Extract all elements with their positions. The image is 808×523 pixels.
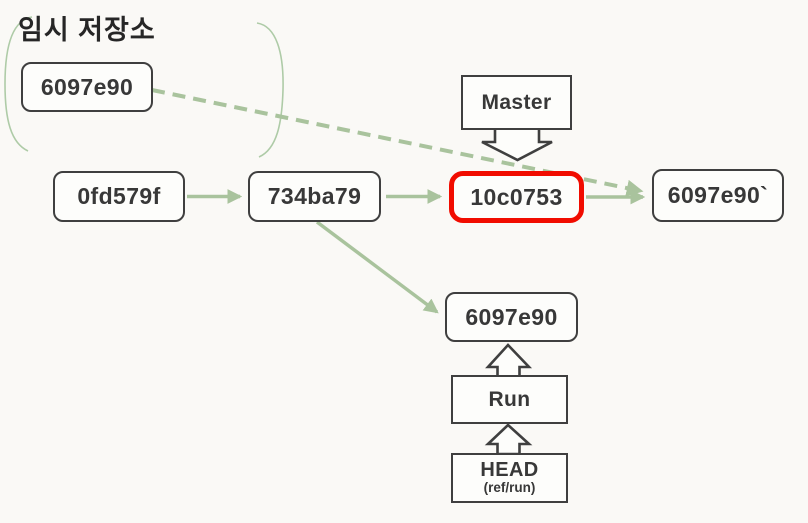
run-ref-label: Run <box>451 375 568 424</box>
commit-node-10c0753-highlighted: 10c0753 <box>449 171 584 223</box>
stash-commit-node: 6097e90 <box>21 62 153 112</box>
head-ref-subtitle: (ref/run) <box>483 480 536 496</box>
arrow-734ba79-to-branch-6097e90 <box>315 220 439 314</box>
master-pointer-down-arrow-icon <box>481 128 553 162</box>
stash-right-bracket <box>256 22 284 158</box>
head-ref-title: HEAD <box>480 459 539 482</box>
master-ref-label: Master <box>461 75 572 130</box>
head-pointer-up-arrow-icon <box>484 423 533 456</box>
commit-node-branch-6097e90: 6097e90 <box>445 292 578 342</box>
diagram-title: 임시 저장소 <box>18 15 156 45</box>
run-pointer-up-arrow-icon <box>485 343 533 379</box>
commit-node-6097e90-prime: 6097e90` <box>652 169 784 222</box>
head-ref-label: HEAD (ref/run) <box>451 453 568 503</box>
commit-node-0fd579f: 0fd579f <box>53 171 185 222</box>
stash-left-bracket <box>4 16 33 152</box>
commit-node-734ba79: 734ba79 <box>248 171 381 222</box>
